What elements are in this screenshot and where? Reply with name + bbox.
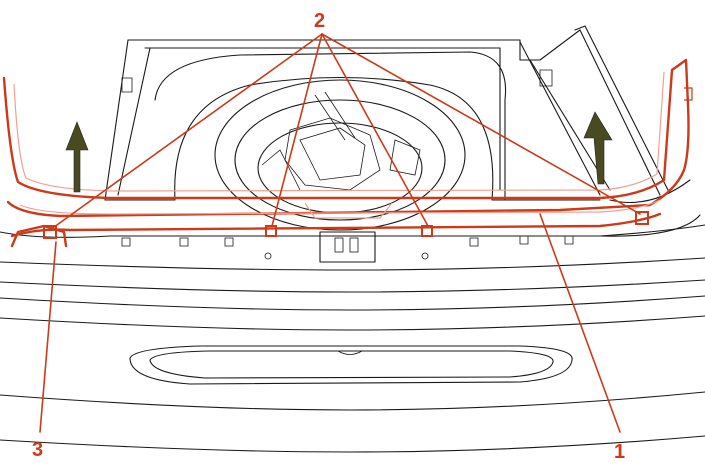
trim-panel-outline [2, 58, 690, 218]
callout-3: 3 [32, 439, 43, 461]
lift-arrows [65, 111, 613, 193]
trunk-interior [104, 25, 669, 231]
up-arrow-right-icon [583, 111, 613, 185]
trunk-sill-trim-panel [2, 58, 693, 248]
leader-lines [39, 33, 641, 433]
callout-1: 1 [614, 441, 625, 463]
clip-center-left [265, 225, 277, 237]
trim-clips [43, 211, 649, 239]
rear-bumper [0, 179, 705, 453]
up-arrow-left-icon [65, 121, 89, 193]
clip-right [635, 211, 649, 225]
callout-labels: 2 1 3 [32, 10, 625, 463]
trim-panel-inner-edge [13, 71, 665, 192]
callout-2: 2 [314, 10, 325, 32]
clip-center-right [421, 225, 433, 237]
clip-left [43, 225, 57, 239]
